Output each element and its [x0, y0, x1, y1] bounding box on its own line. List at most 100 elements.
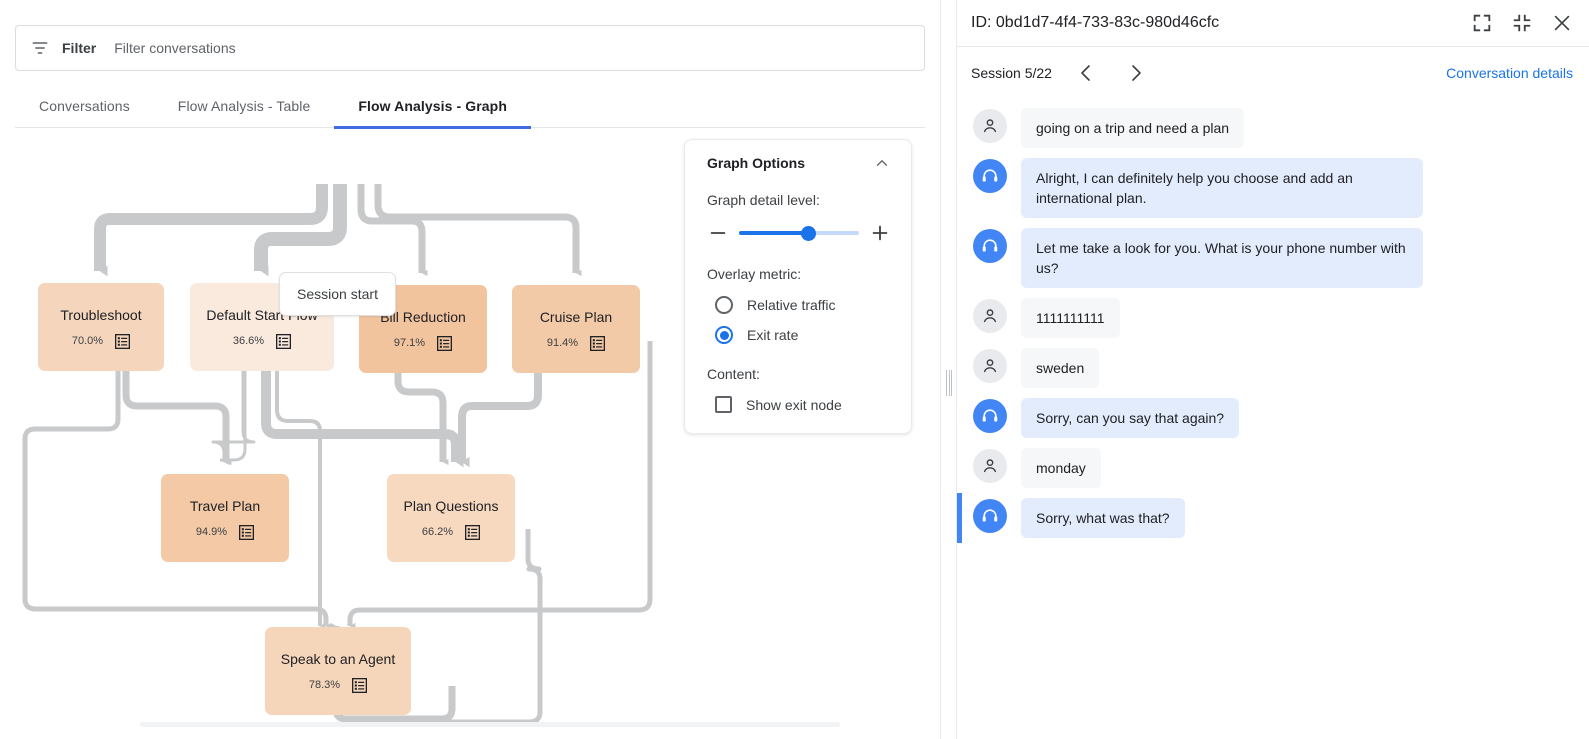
- filter-label: Filter: [62, 40, 97, 56]
- list-icon[interactable]: [352, 677, 368, 693]
- node-default-start-flow-rate: 36.6%: [232, 335, 265, 347]
- collapse-icon[interactable]: [1511, 12, 1533, 34]
- node-travel-plan[interactable]: Travel Plan 94.9%: [161, 474, 289, 562]
- conversation-details-link[interactable]: Conversation details: [1446, 65, 1573, 81]
- radio-relative-traffic[interactable]: Relative traffic: [707, 296, 891, 314]
- checkbox-show-exit-node-label: Show exit node: [746, 396, 842, 413]
- node-travel-plan-label: Travel Plan: [189, 497, 261, 514]
- radio-exit-rate-label: Exit rate: [747, 327, 799, 343]
- message-bubble: sweden: [1021, 348, 1100, 388]
- node-travel-plan-rate: 94.9%: [195, 526, 228, 538]
- previous-session-icon[interactable]: [1074, 61, 1098, 85]
- filter-bar[interactable]: Filter: [15, 25, 925, 71]
- message-item: Sorry, can you say that again?: [957, 393, 1589, 443]
- chevron-up-icon[interactable]: [873, 154, 891, 172]
- minus-icon[interactable]: [707, 222, 729, 244]
- checkbox-box[interactable]: [715, 396, 732, 413]
- node-troubleshoot-rate: 70.0%: [71, 335, 104, 347]
- node-plan-questions-meta: 66.2%: [422, 524, 481, 540]
- avatar-user: [973, 299, 1007, 333]
- slider-thumb[interactable]: [801, 225, 817, 241]
- person-icon: [983, 459, 997, 473]
- node-plan-questions-label: Plan Questions: [403, 497, 499, 514]
- radio-button-selected[interactable]: [715, 326, 733, 344]
- fullscreen-icon[interactable]: [1471, 12, 1493, 34]
- list-icon[interactable]: [437, 335, 453, 351]
- radio-exit-rate[interactable]: Exit rate: [707, 326, 891, 344]
- node-troubleshoot-meta: 70.0%: [71, 333, 131, 349]
- conversation-panel: ID: 0bd1d7-4f4-733-83c-980d46cfc Session…: [956, 0, 1589, 739]
- message-bubble: monday: [1021, 448, 1101, 488]
- avatar-agent: [973, 159, 1007, 193]
- filter-icon: [32, 42, 48, 54]
- message-bubble: Alright, I can definitely help you choos…: [1021, 158, 1423, 218]
- tab-flow-analysis-table[interactable]: Flow Analysis - Table: [177, 98, 311, 114]
- node-speak-to-an-agent-rate: 78.3%: [308, 679, 341, 691]
- list-icon[interactable]: [115, 333, 131, 349]
- flow-analysis-pane: Filter Conversations Flow Analysis - Tab…: [0, 25, 945, 729]
- horizontal-scrollbar[interactable]: [140, 722, 840, 727]
- next-session-icon[interactable]: [1124, 61, 1148, 85]
- detail-level-slider[interactable]: [739, 225, 859, 241]
- message-item: Let me take a look for you. What is your…: [957, 223, 1589, 293]
- node-bill-reduction-rate: 97.1%: [393, 337, 426, 349]
- overlay-metric-label: Overlay metric:: [707, 266, 802, 282]
- pane-resizer[interactable]: [940, 0, 956, 739]
- node-speak-to-an-agent-label: Speak to an Agent: [280, 650, 396, 667]
- node-session-start-label: Session start: [297, 286, 378, 302]
- node-plan-questions[interactable]: Plan Questions 66.2%: [387, 474, 515, 562]
- node-troubleshoot[interactable]: Troubleshoot 70.0%: [38, 283, 164, 371]
- person-icon: [983, 359, 997, 373]
- radio-button[interactable]: [715, 296, 733, 314]
- message-bubble: Sorry, can you say that again?: [1021, 398, 1240, 438]
- node-cruise-plan[interactable]: Cruise Plan 91.4%: [512, 285, 640, 373]
- filter-input[interactable]: [112, 26, 910, 70]
- avatar-user: [973, 109, 1007, 143]
- flow-graph-canvas[interactable]: Session start Troubleshoot 70.0%: [0, 129, 945, 729]
- tab-flow-analysis-graph[interactable]: Flow Analysis - Graph: [334, 88, 531, 129]
- slider-fill: [739, 231, 809, 235]
- node-bill-reduction-meta: 97.1%: [393, 335, 453, 351]
- node-speak-to-an-agent[interactable]: Speak to an Agent 78.3%: [265, 627, 411, 715]
- avatar-user: [973, 349, 1007, 383]
- message-bubble: Sorry, what was that?: [1021, 498, 1185, 538]
- session-counter: Session 5/22: [971, 65, 1052, 81]
- tab-conversations[interactable]: Conversations: [39, 98, 130, 114]
- graph-options-panel: Graph Options Graph detail level:: [684, 139, 912, 434]
- headset-icon: [982, 409, 998, 422]
- node-travel-plan-meta: 94.9%: [195, 524, 255, 540]
- message-list: going on a trip and need a plan Alright,…: [957, 99, 1589, 739]
- plus-icon[interactable]: [869, 222, 891, 244]
- message-item: 1111111111: [957, 293, 1589, 343]
- message-item-highlighted: Sorry, what was that?: [957, 493, 1589, 543]
- node-cruise-plan-meta: 91.4%: [547, 335, 606, 351]
- person-icon: [983, 119, 997, 133]
- message-item: monday: [957, 443, 1589, 493]
- message-item: Alright, I can definitely help you choos…: [957, 153, 1589, 223]
- graph-options-header: Graph Options: [707, 154, 891, 172]
- headset-icon: [982, 509, 998, 522]
- node-bill-reduction-label: Bill Reduction: [380, 308, 466, 325]
- content-label: Content:: [707, 366, 760, 382]
- list-icon[interactable]: [590, 335, 606, 351]
- headset-icon: [982, 169, 998, 182]
- node-speak-to-an-agent-meta: 78.3%: [308, 677, 368, 693]
- node-troubleshoot-label: Troubleshoot: [60, 306, 142, 323]
- avatar-agent: [973, 399, 1007, 433]
- close-icon[interactable]: [1551, 12, 1573, 34]
- message-bubble: going on a trip and need a plan: [1021, 108, 1245, 148]
- message-bubble: Let me take a look for you. What is your…: [1021, 228, 1423, 288]
- list-icon[interactable]: [239, 524, 255, 540]
- node-default-start-flow-meta: 36.6%: [232, 333, 292, 349]
- tab-bar: Conversations Flow Analysis - Table Flow…: [15, 88, 925, 129]
- list-icon[interactable]: [276, 333, 292, 349]
- conversation-panel-header: ID: 0bd1d7-4f4-733-83c-980d46cfc: [957, 0, 1589, 47]
- checkbox-show-exit-node[interactable]: Show exit node: [707, 396, 891, 413]
- node-session-start[interactable]: Session start: [279, 272, 396, 316]
- person-icon: [983, 309, 997, 323]
- list-icon[interactable]: [465, 524, 481, 540]
- detail-level-slider-row: [707, 222, 891, 244]
- resizer-grip-icon: [946, 370, 952, 396]
- graph-options-title: Graph Options: [707, 155, 805, 171]
